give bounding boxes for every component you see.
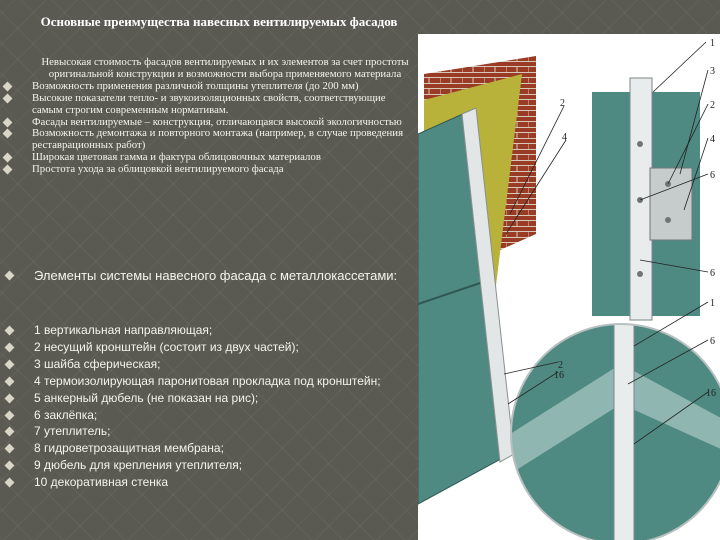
callout-label: 2 [560, 98, 565, 109]
slide-title: Основные преимущества навесных вентилиру… [40, 14, 398, 29]
bullet-icon [4, 443, 15, 454]
element-item: 5 анкерный дюбель (не показан на рис); [4, 390, 419, 407]
callout-label: 4 [710, 134, 715, 145]
callout-label: 6 [710, 170, 715, 181]
callout-label: 2 [710, 100, 715, 111]
callout-label: 1 [710, 38, 715, 49]
element-item: 6 заклёпка; [4, 407, 419, 424]
bullet-icon [4, 393, 15, 404]
advantage-item: Фасады вентилируемые – конструкция, отли… [2, 116, 418, 129]
element-item: 2 несущий кронштейн (состоит из двух час… [4, 339, 419, 356]
advantage-item: Возможность применения различной толщины… [2, 80, 418, 93]
advantage-item: Возможность демонтажа и повторного монта… [2, 128, 418, 152]
element-item: 4 термоизолирующая паронитовая прокладка… [4, 373, 419, 390]
advantage-item: Простота ухода за облицовкой вентилируем… [2, 163, 418, 176]
leader-lines [503, 41, 709, 445]
elements-list: 1 вертикальная направляющая; 2 несущий к… [4, 322, 419, 491]
callout-label: 16 [554, 370, 564, 381]
element-item: 7 утеплитель; [4, 423, 419, 440]
bullet-icon [2, 93, 13, 104]
bullet-icon [2, 164, 13, 175]
element-item: 8 гидроветрозащитная мембрана; [4, 440, 419, 457]
element-item: 10 декоративная стенка [4, 474, 419, 491]
advantage-item: Высокие показатели тепло- и звукоизоляци… [2, 92, 418, 117]
magnified-view [510, 323, 720, 540]
bullet-icon [4, 270, 15, 281]
bullet-icon [4, 460, 15, 471]
bullet-icon [4, 325, 15, 336]
callout-label: 6 [710, 268, 715, 279]
bracket [649, 167, 693, 241]
bullet-icon [2, 117, 13, 127]
callout-label: 16 [706, 388, 716, 399]
callout-label: 4 [562, 132, 567, 143]
callout-label: 3 [710, 66, 715, 77]
element-item: 9 дюбель для крепления утеплителя; [4, 457, 419, 474]
rail-detail-view [592, 77, 700, 321]
callout-label: 1 [710, 298, 715, 309]
advantages-intro: Невысокая стоимость фасадов вентилируемы… [41, 56, 409, 80]
bullet-icon [4, 376, 15, 387]
bullet-icon [2, 81, 13, 92]
advantages-list: Возможность применения различной толщины… [2, 80, 418, 176]
bullet-icon [4, 410, 15, 420]
callout-label: 6 [710, 336, 715, 347]
bullet-icon [4, 342, 15, 353]
elements-heading: Элементы системы навесного фасада с мета… [4, 268, 414, 283]
element-item: 1 вертикальная направляющая; [4, 322, 419, 339]
facade-system-illustration: 1 3 2 4 6 6 2 4 1 6 16 2 16 [418, 34, 720, 540]
callout-labels: 1 3 2 4 6 6 2 4 1 6 16 2 16 [554, 38, 716, 399]
advantage-item: Широкая цветовая гамма и фактура облицов… [2, 151, 418, 164]
bullet-icon [2, 152, 13, 163]
element-item: 3 шайба сферическая; [4, 356, 419, 373]
bullet-icon [4, 477, 15, 488]
bullet-icon [4, 426, 15, 437]
advantages-block: Невысокая стоимость фасадов вентилируемы… [2, 56, 418, 176]
bullet-icon [4, 359, 15, 370]
bullet-icon [2, 128, 13, 139]
callout-label: 2 [558, 360, 563, 371]
